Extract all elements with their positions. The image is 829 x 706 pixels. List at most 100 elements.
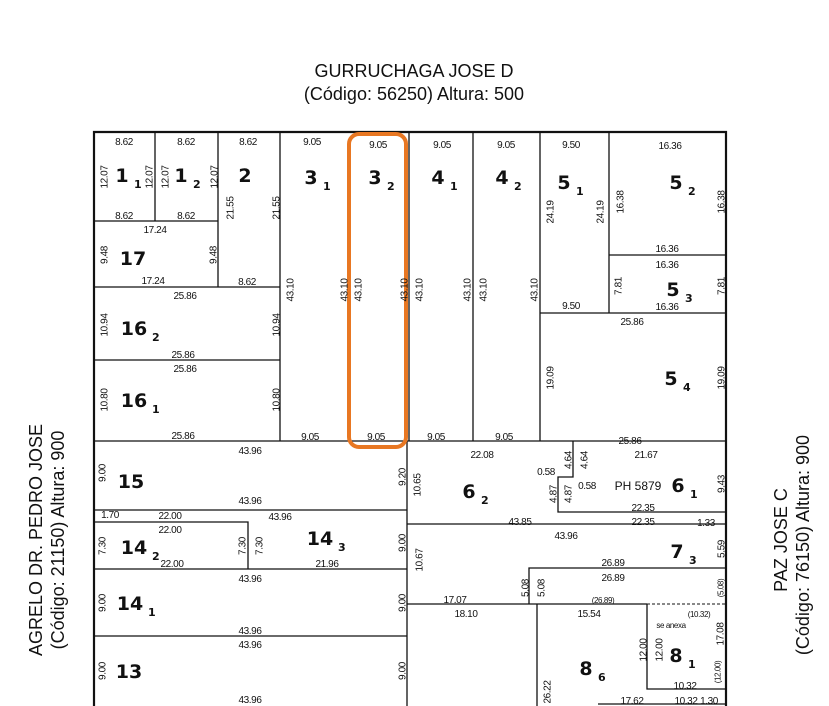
dimension-label: 16.38 xyxy=(616,190,627,214)
lot-subnumber: 1 xyxy=(148,606,156,619)
dimension-label: 10.80 xyxy=(100,388,111,412)
dimension-label: 10.67 xyxy=(415,548,426,572)
street-right-name: PAZ JOSE C xyxy=(771,488,791,592)
lot-number[interactable]: 8 xyxy=(579,658,592,680)
dimension-label: 9.05 xyxy=(301,432,320,443)
dimension-label: 9.20 xyxy=(398,467,409,486)
dimension-label: 10.80 xyxy=(272,388,283,412)
dimension-label: 26.89 xyxy=(601,573,625,584)
dimension-label: 43.96 xyxy=(554,531,578,542)
dimension-label: 9.00 xyxy=(398,593,409,612)
dimension-label: 24.19 xyxy=(596,200,607,224)
dimension-label: (10.32) xyxy=(688,610,711,619)
dimension-label: 17.62 xyxy=(620,696,644,706)
lot-subnumber: 2 xyxy=(514,180,522,193)
lot-subnumber: 1 xyxy=(323,180,331,193)
dimension-label: 12.07 xyxy=(210,165,221,189)
dimension-label: 8.62 xyxy=(238,277,257,288)
dimension-label: 16.36 xyxy=(658,141,682,152)
lot-number[interactable]: 15 xyxy=(118,471,144,493)
lot-number[interactable]: 14 xyxy=(117,593,143,615)
dimension-label: 9.05 xyxy=(427,432,446,443)
dimension-label: 26.22 xyxy=(543,680,554,704)
dimension-label: 9.05 xyxy=(367,432,386,443)
dimension-label: 21.67 xyxy=(634,450,658,461)
dimension-label: (26.89) xyxy=(592,596,615,605)
dimension-label: 19.09 xyxy=(546,366,557,390)
lot-number[interactable]: 5 xyxy=(666,279,679,301)
dimension-label: 1.30 xyxy=(700,696,719,706)
dimension-label: 1.70 xyxy=(101,510,120,521)
highlighted-lot-outline[interactable] xyxy=(347,132,408,449)
dimension-label: 12.00 xyxy=(639,638,650,662)
street-right-info: (Código: 76150) Altura: 900 xyxy=(793,435,813,655)
dimension-label: 22.08 xyxy=(470,450,494,461)
lot-number[interactable]: 16 xyxy=(121,318,147,340)
lot-number[interactable]: 5 xyxy=(557,172,570,194)
lot-number[interactable]: 13 xyxy=(116,661,142,683)
lot-subnumber: 3 xyxy=(338,541,346,554)
lot-number[interactable]: 4 xyxy=(495,167,508,189)
lot-number[interactable]: 1 xyxy=(115,165,128,187)
lot-subnumber: 1 xyxy=(134,178,142,191)
lot-number[interactable]: 3 xyxy=(304,167,317,189)
dimension-label: 4.87 xyxy=(564,484,575,503)
dimension-label: 10.32 xyxy=(673,681,697,692)
lot-number[interactable]: 5 xyxy=(664,368,677,390)
dimension-label: 4.87 xyxy=(549,484,560,503)
dimension-label: 16.38 xyxy=(717,190,728,214)
lot-number[interactable]: 5 xyxy=(669,172,682,194)
dimension-label: 9.05 xyxy=(303,137,322,148)
lot-subnumber: 1 xyxy=(450,180,458,193)
lot-number[interactable]: 3 xyxy=(368,167,381,189)
lot-number[interactable]: 8 xyxy=(669,645,682,667)
dimension-label: 18.10 xyxy=(454,609,478,620)
dimension-label: 22.00 xyxy=(158,525,182,536)
lot-number[interactable]: 7 xyxy=(670,541,683,563)
lot-subnumber: 2 xyxy=(193,178,201,191)
dimension-label: 9.05 xyxy=(433,140,452,151)
lot-number[interactable]: 17 xyxy=(120,248,146,270)
dimension-label: 21.96 xyxy=(315,559,339,570)
lot-number[interactable]: 6 xyxy=(462,481,475,503)
dimension-label: 9.48 xyxy=(209,245,220,264)
dimension-label: 15.54 xyxy=(577,609,601,620)
dimension-label: 24.19 xyxy=(546,200,557,224)
parcel-lines xyxy=(92,130,728,706)
dimension-label: 9.50 xyxy=(562,301,581,312)
dimension-label: 4.64 xyxy=(580,450,591,469)
lot-number[interactable]: 2 xyxy=(238,165,251,187)
dimension-label: 0.58 xyxy=(578,481,597,492)
dimension-label: 43.96 xyxy=(238,695,262,706)
dimension-label: 10.94 xyxy=(272,313,283,337)
dimension-label: 22.35 xyxy=(631,517,655,528)
dimension-label: 9.00 xyxy=(398,661,409,680)
dimension-label: 7.30 xyxy=(98,536,109,555)
dimension-label: 43.10 xyxy=(415,278,426,302)
lot-number[interactable]: 1 xyxy=(174,165,187,187)
lot-number[interactable]: 4 xyxy=(431,167,444,189)
lot-number[interactable]: 6 xyxy=(671,475,684,497)
dimension-label: 25.86 xyxy=(173,291,197,302)
dimension-label: 17.24 xyxy=(143,225,167,236)
dimension-label: 12.07 xyxy=(145,165,156,189)
dimension-label: 9.43 xyxy=(717,474,728,493)
lot-number[interactable]: 14 xyxy=(307,528,333,550)
dimension-label: 43.96 xyxy=(268,512,292,523)
lot-subnumber: 4 xyxy=(683,381,691,394)
dimension-label: (12.00) xyxy=(714,660,723,683)
dimension-label: (5.08) xyxy=(717,578,726,597)
dimension-label: 21.55 xyxy=(272,196,283,220)
dimension-label: 9.05 xyxy=(497,140,516,151)
dimension-label: 10.65 xyxy=(413,473,424,497)
dimension-label: 9.00 xyxy=(398,533,409,552)
lot-number[interactable]: 14 xyxy=(121,537,147,559)
dimension-label: 43.10 xyxy=(340,278,351,302)
dimension-label: 25.86 xyxy=(173,364,197,375)
dimension-label: 16.36 xyxy=(655,302,679,313)
dimension-label: 43.96 xyxy=(238,446,262,457)
lot-number[interactable]: 16 xyxy=(121,390,147,412)
dimension-label: 43.10 xyxy=(479,278,490,302)
